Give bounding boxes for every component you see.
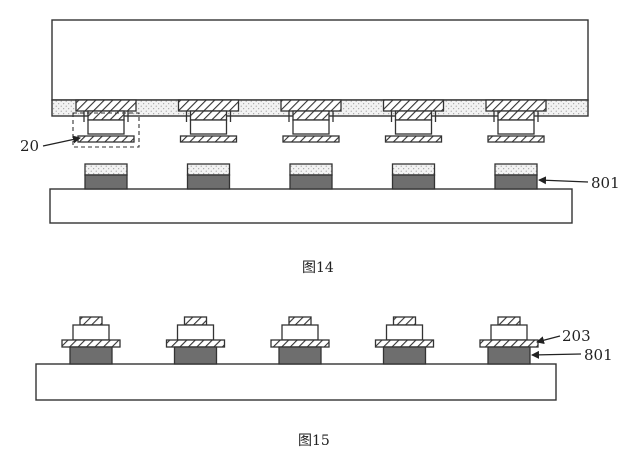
fig14-pad-base	[186, 174, 231, 190]
fig15-stack-ring-layer	[479, 339, 539, 348]
fig14-unit-body	[394, 119, 433, 135]
fig14-unit-bottom-plate	[179, 135, 238, 143]
fig15-stack	[374, 316, 435, 365]
fig14-unit	[382, 99, 445, 143]
fig14-pad-top	[494, 163, 538, 176]
fig15-stack-ring-layer	[374, 339, 435, 348]
fig14-unit-inner-pad	[189, 110, 228, 121]
fig14-pad-base	[289, 174, 333, 190]
fig15-stack-body	[490, 324, 528, 341]
fig15-leader-801	[531, 350, 582, 359]
fig14-pad	[186, 163, 231, 190]
fig14-pad	[84, 163, 128, 190]
fig14-unit-highlight-box	[72, 112, 140, 148]
fig14-units	[72, 99, 547, 148]
fig15-stack	[165, 316, 226, 365]
fig15-stack-ring-layer	[61, 339, 121, 348]
fig14-label-801: 801	[591, 174, 620, 192]
fig15-stack-top-pad	[79, 316, 103, 326]
fig14-leader-unit	[42, 135, 81, 147]
fig15-stack-base-pad	[69, 346, 113, 365]
fig14-pad	[289, 163, 333, 190]
fig14-pad-base	[84, 174, 128, 190]
fig14-unit-body	[497, 119, 535, 135]
fig15-stack-body	[72, 324, 110, 341]
fig15-stack-top-pad	[183, 316, 208, 326]
fig14-unit-bottom-plate	[282, 135, 340, 143]
fig14-unit-body	[292, 119, 330, 135]
fig14-unit-bottom-plate	[487, 135, 545, 143]
fig14-pads	[84, 163, 538, 190]
fig15-substrate	[35, 363, 557, 401]
fig14-label-unit: 20	[20, 137, 39, 155]
fig14-unit-inner-pad	[292, 110, 330, 121]
fig14-unit-inner-pad	[394, 110, 433, 121]
fig14-pad	[391, 163, 436, 190]
fig14-unit-inner-pad	[87, 110, 125, 121]
fig15-stack-base-pad	[173, 346, 218, 365]
fig15-stack-base-pad	[487, 346, 531, 365]
fig15-stack-body	[176, 324, 215, 341]
fig15-stack-top-pad	[497, 316, 521, 326]
fig15-stack	[479, 316, 539, 365]
fig14-unit	[177, 99, 240, 143]
fig14-unit	[280, 99, 342, 143]
fig14-substrate	[49, 188, 573, 224]
fig15-stack-ring-layer	[165, 339, 226, 348]
fig14-pad-top	[289, 163, 333, 176]
fig15-stack	[61, 316, 121, 365]
fig15-stack-base-pad	[382, 346, 427, 365]
fig14-pad-base	[494, 174, 538, 190]
fig14-leader-801	[538, 176, 589, 185]
fig14-unit	[485, 99, 547, 143]
fig14-pad-top	[84, 163, 128, 176]
fig14-unit-top-pad	[177, 99, 240, 112]
fig14-unit-body	[87, 119, 125, 135]
fig14-top-plate	[51, 19, 589, 101]
fig15-label-801: 801	[584, 346, 613, 364]
fig14-pad	[494, 163, 538, 190]
fig14-caption: 图14	[302, 260, 334, 276]
fig14-unit-top-pad	[75, 99, 137, 112]
fig15-stack-body	[385, 324, 424, 341]
fig14-unit	[72, 99, 140, 148]
fig15-stacks	[61, 316, 539, 365]
figure-15: 203 801 图15	[35, 316, 613, 449]
fig14-unit-top-pad	[382, 99, 445, 112]
fig15-label-203: 203	[562, 327, 591, 345]
fig14-unit-body	[189, 119, 228, 135]
fig15-stack-top-pad	[288, 316, 312, 326]
fig14-pad-top	[391, 163, 436, 176]
fig15-stack-ring-layer	[270, 339, 330, 348]
fig14-unit-inner-pad	[497, 110, 535, 121]
fig15-leader-203	[536, 335, 561, 345]
fig14-pad-top	[186, 163, 231, 176]
fig15-stack-top-pad	[392, 316, 417, 326]
fig14-unit-bottom-plate	[384, 135, 443, 143]
fig14-unit-bottom-plate	[77, 135, 135, 143]
fig14-unit-top-pad	[280, 99, 342, 112]
fig15-stack-base-pad	[278, 346, 322, 365]
fig14-pad-base	[391, 174, 436, 190]
fig14-unit-top-pad	[485, 99, 547, 112]
figure-14: 20 801 图14	[20, 19, 620, 276]
fig15-caption: 图15	[298, 433, 330, 449]
fig15-stack-body	[281, 324, 319, 341]
fig15-stack	[270, 316, 330, 365]
